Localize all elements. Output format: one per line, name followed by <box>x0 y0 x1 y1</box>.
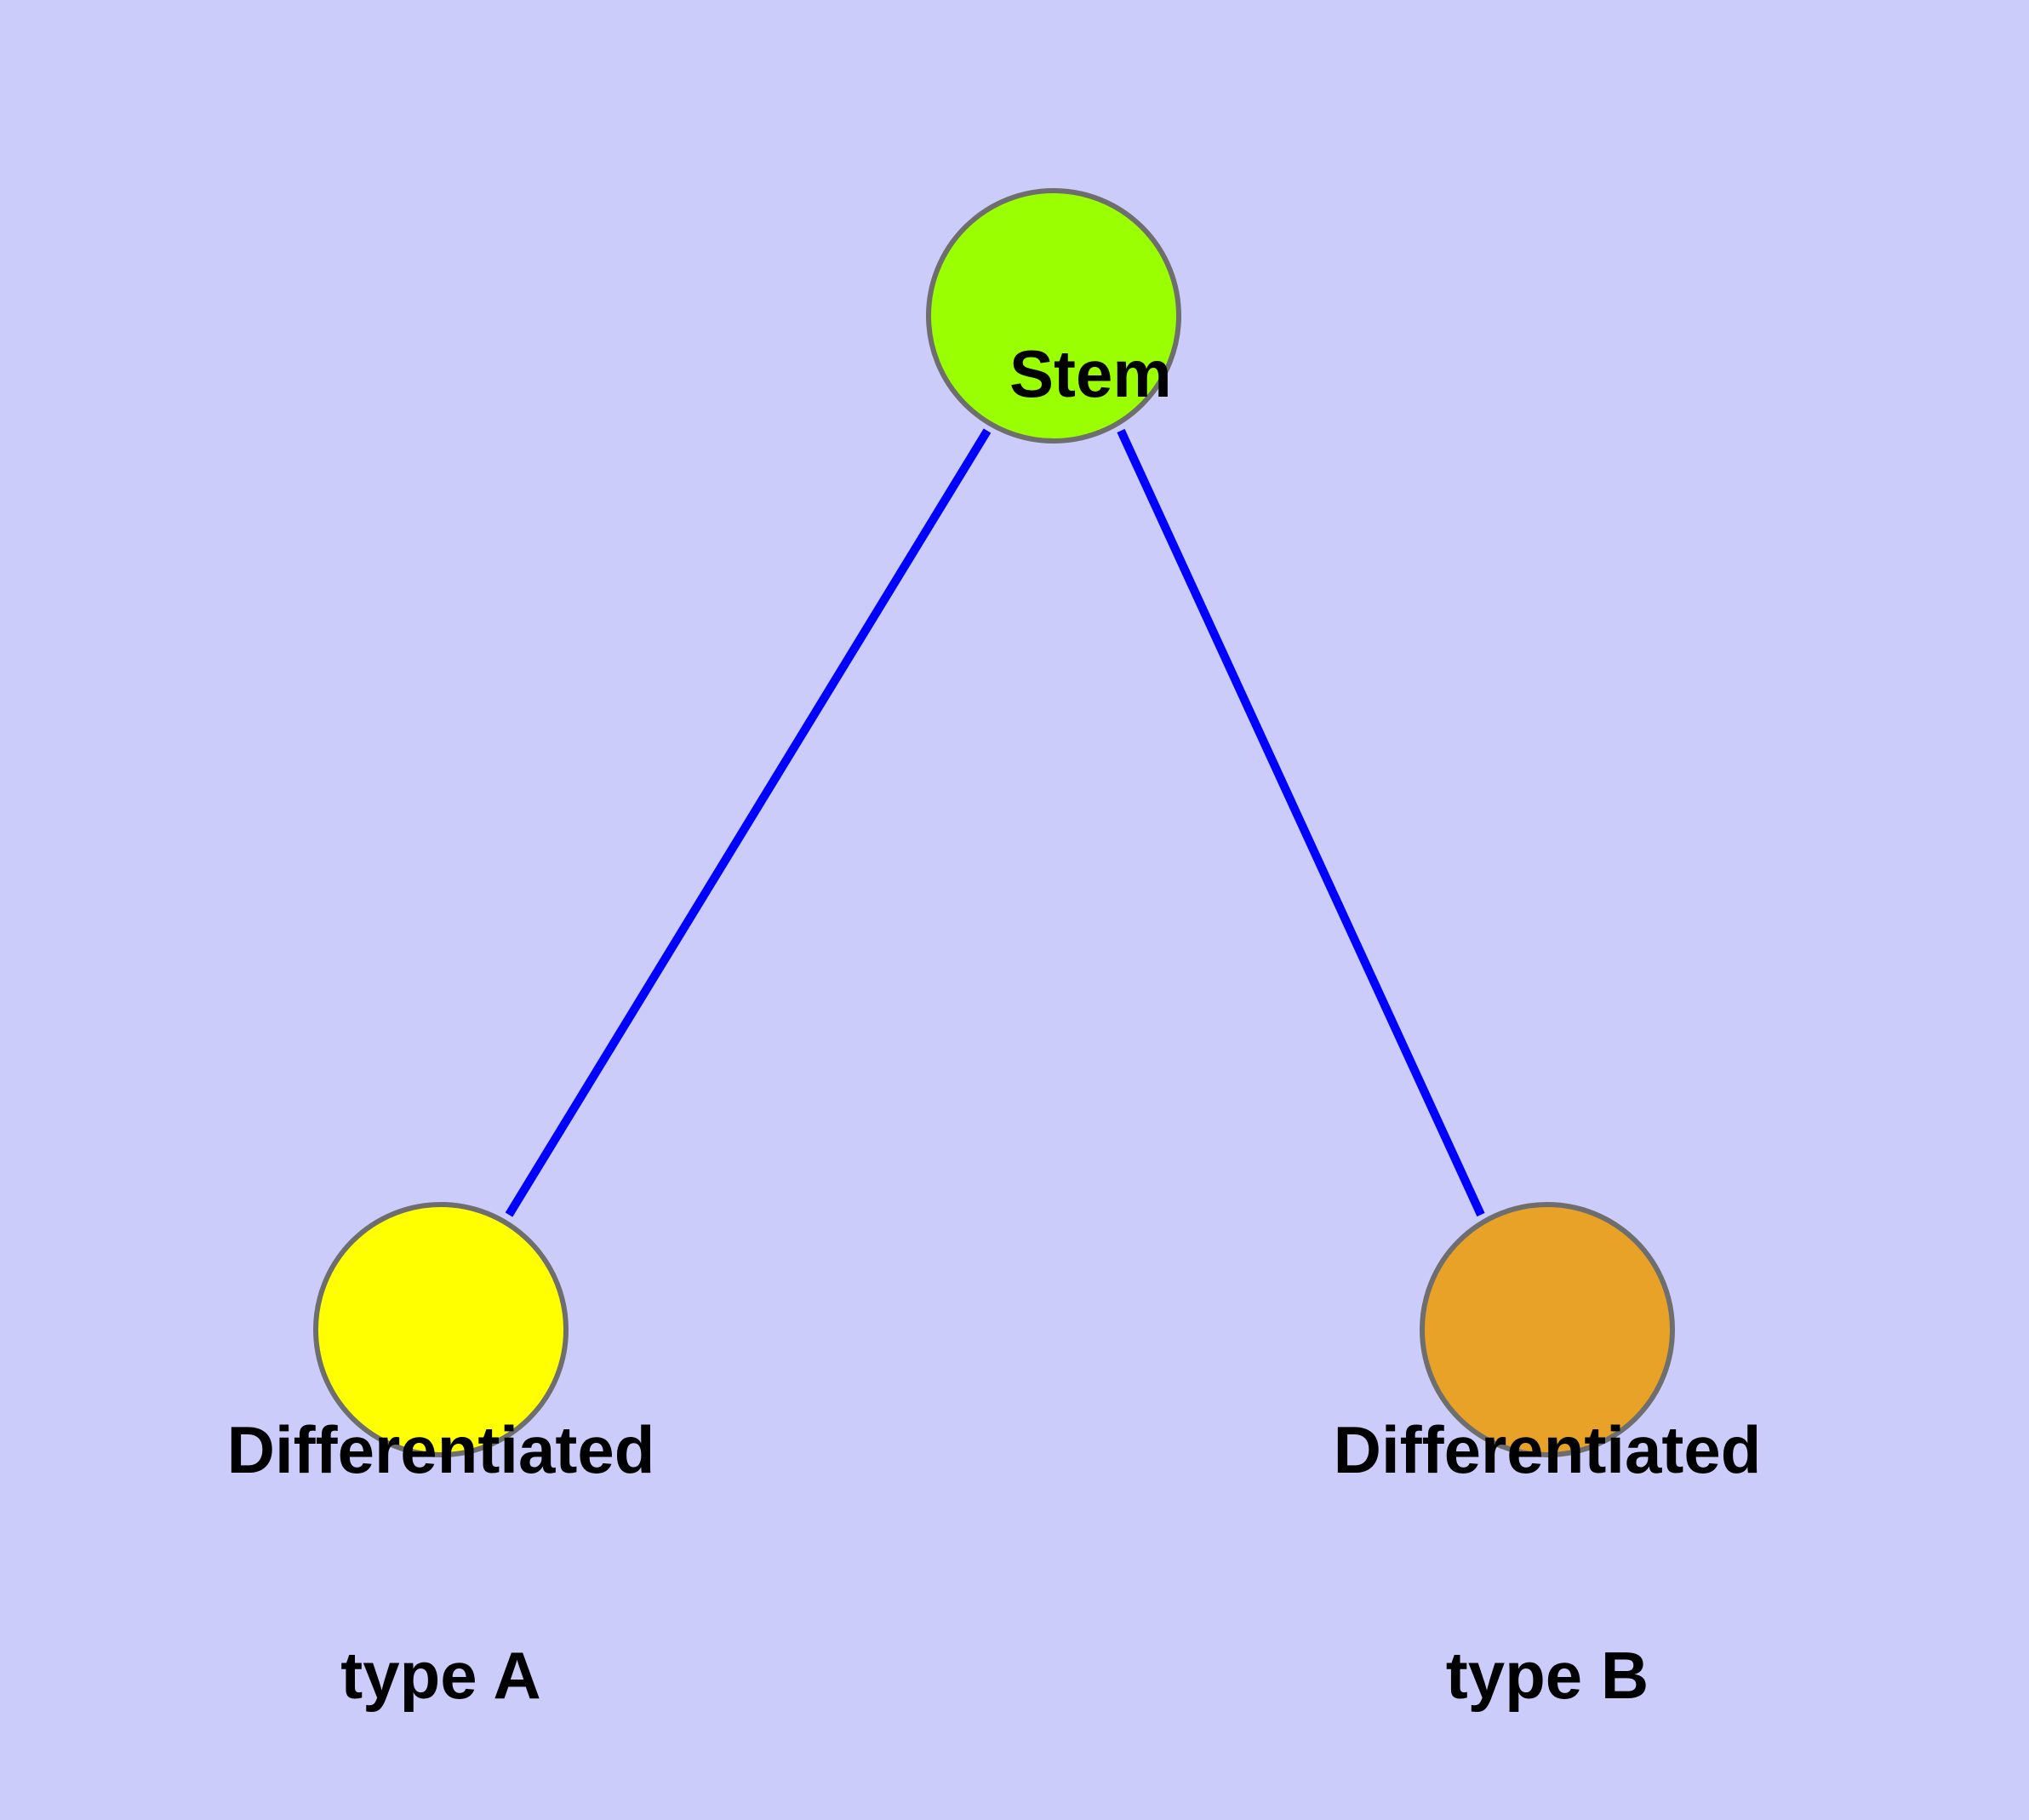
edge-stem-to-differentiated-type-a <box>505 428 992 1217</box>
node-differentiated-type-b[interactable] <box>1420 1202 1675 1457</box>
node-stem[interactable] <box>926 188 1181 444</box>
edge-stem-to-differentiated-type-b <box>1117 428 1485 1217</box>
node-differentiated-type-a[interactable] <box>313 1202 569 1457</box>
